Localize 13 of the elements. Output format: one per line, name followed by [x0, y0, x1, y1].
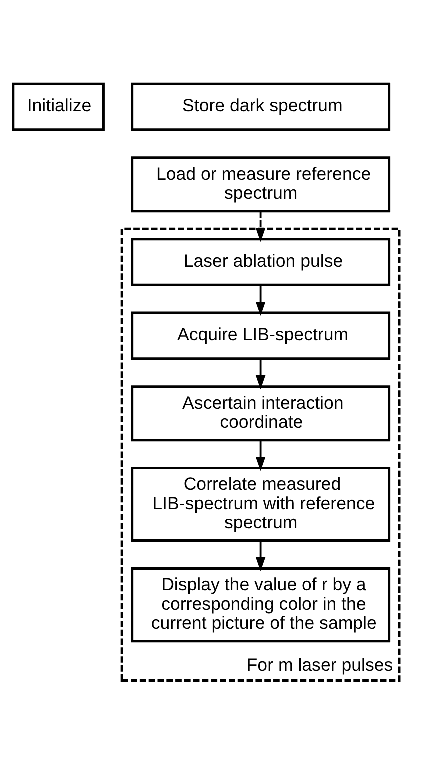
arrow — [256, 211, 266, 242]
node-box: Acquire LIB-spectrum — [131, 311, 391, 360]
arrow — [256, 540, 266, 571]
arrow — [256, 284, 266, 316]
node-box: Laser ablation pulse — [131, 238, 391, 286]
node-box: Ascertain interaction coordinate — [131, 385, 391, 442]
arrow — [256, 358, 266, 390]
node-box: Correlate measured LIB-spectrum with reference spectrum — [131, 466, 391, 542]
node-box: Store dark spectrum — [131, 82, 391, 131]
node-box: Load or measure reference spectrum — [131, 156, 391, 212]
arrow — [256, 440, 266, 471]
node-box: Initialize — [12, 82, 105, 131]
node-box: Display the value of r by a corresponding color in the current picture of the sample — [131, 567, 391, 642]
